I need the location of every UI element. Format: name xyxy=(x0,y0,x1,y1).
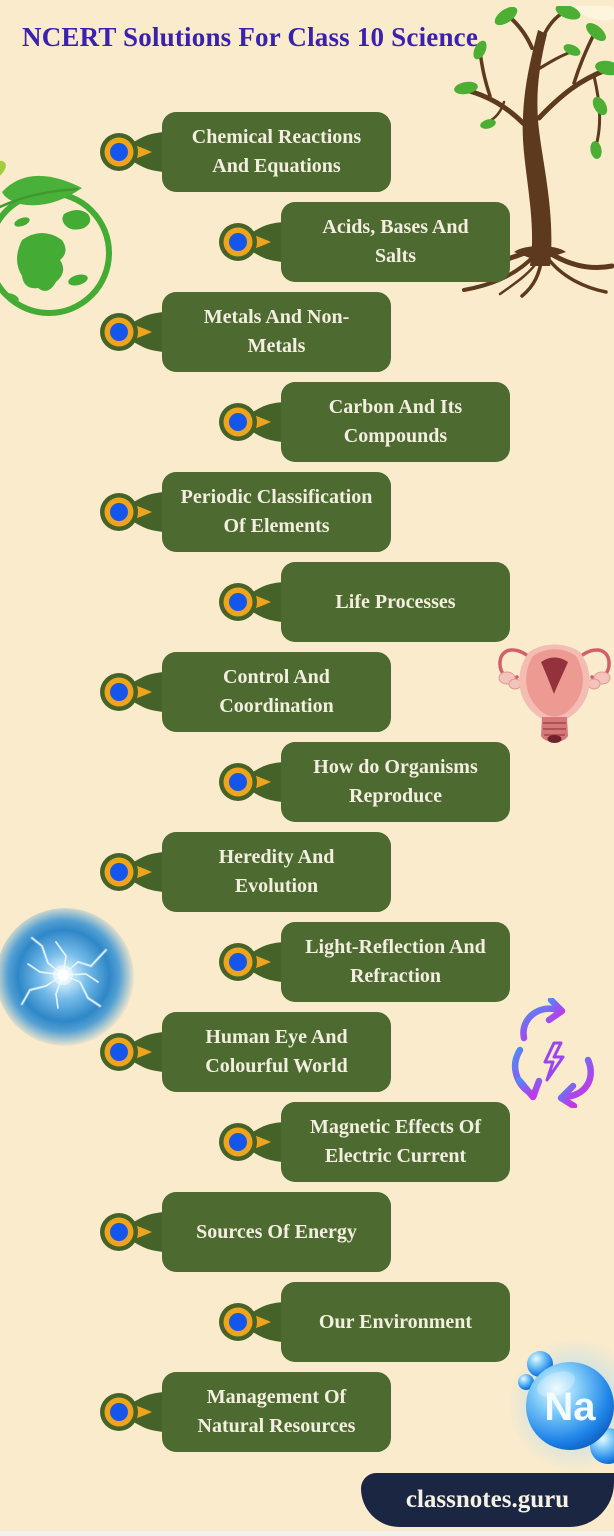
map-pin-icon xyxy=(219,1302,283,1342)
chapter-card: Acids, Bases And Salts xyxy=(281,202,510,282)
chapter-row: How do Organisms Reproduce xyxy=(219,742,510,822)
recycle-energy-icon xyxy=(512,998,594,1108)
chapter-card: Control And Coordination xyxy=(162,652,391,732)
chapter-card: How do Organisms Reproduce xyxy=(281,742,510,822)
chapter-card: Light-Reflection And Refraction xyxy=(281,922,510,1002)
chapter-row: Our Environment xyxy=(219,1282,510,1362)
chapter-card: Carbon And Its Compounds xyxy=(281,382,510,462)
chapter-row: Sources Of Energy xyxy=(100,1192,391,1272)
chapter-row: Chemical Reactions And Equations xyxy=(100,112,391,192)
chapter-label: Life Processes xyxy=(335,590,456,613)
map-pin-icon xyxy=(100,492,164,532)
chapter-row: Metals And Non- Metals xyxy=(100,292,391,372)
chapter-label: Acids, Bases And Salts xyxy=(322,216,469,267)
map-pin-icon xyxy=(219,582,283,622)
chapter-card: Magnetic Effects Of Electric Current xyxy=(281,1102,510,1182)
chapter-card: Periodic Classification Of Elements xyxy=(162,472,391,552)
footer-banner: classnotes.guru xyxy=(361,1473,614,1527)
chapter-row: Management Of Natural Resources xyxy=(100,1372,391,1452)
bottom-edge-strip xyxy=(0,1531,614,1536)
sodium-symbol: Na xyxy=(544,1385,596,1429)
chapter-label: Chemical Reactions And Equations xyxy=(191,126,362,177)
chapter-label: Periodic Classification Of Elements xyxy=(180,486,373,537)
chapter-label: Heredity And Evolution xyxy=(218,846,335,897)
chapter-card: Chemical Reactions And Equations xyxy=(162,112,391,192)
chapter-card: Sources Of Energy xyxy=(162,1192,391,1272)
chapter-card: Life Processes xyxy=(281,562,510,642)
chapter-row: Human Eye And Colourful World xyxy=(100,1012,391,1092)
chapter-card: Management Of Natural Resources xyxy=(162,1372,391,1452)
chapter-label: Control And Coordination xyxy=(219,666,334,717)
chapter-label: Magnetic Effects Of Electric Current xyxy=(309,1116,482,1167)
chapter-label: Light-Reflection And Refraction xyxy=(305,936,486,987)
sodium-atom-icon: Na xyxy=(518,1351,614,1464)
map-pin-icon xyxy=(100,1032,164,1072)
plasma-lightning-icon xyxy=(20,936,108,1009)
map-pin-icon xyxy=(219,1122,283,1162)
map-pin-icon xyxy=(100,312,164,352)
site-name: classnotes.guru xyxy=(405,1486,570,1513)
chapter-label: Our Environment xyxy=(318,1310,473,1333)
chapter-row: Acids, Bases And Salts xyxy=(219,202,510,282)
map-pin-icon xyxy=(219,942,283,982)
female-reproductive-system-icon xyxy=(498,644,611,743)
map-pin-icon xyxy=(100,852,164,892)
chapter-label: Human Eye And Colourful World xyxy=(205,1026,348,1077)
map-pin-icon xyxy=(219,762,283,802)
chapter-label: How do Organisms Reproduce xyxy=(313,756,478,807)
map-pin-icon xyxy=(219,402,283,442)
chapter-row: Periodic Classification Of Elements xyxy=(100,472,391,552)
chapter-row: Carbon And Its Compounds xyxy=(219,382,510,462)
map-pin-icon xyxy=(100,672,164,712)
chapter-card: Our Environment xyxy=(281,1282,510,1362)
chapter-card: Heredity And Evolution xyxy=(162,832,391,912)
map-pin-icon xyxy=(100,132,164,172)
page-title: NCERT Solutions For Class 10 Science xyxy=(22,22,479,52)
chapter-label: Metals And Non- Metals xyxy=(203,306,350,357)
chapter-card: Metals And Non- Metals xyxy=(162,292,391,372)
chapter-label: Management Of Natural Resources xyxy=(197,1386,356,1437)
chapter-row: Light-Reflection And Refraction xyxy=(219,922,510,1002)
chapter-label: Carbon And Its Compounds xyxy=(328,396,463,447)
chapter-row: Control And Coordination xyxy=(100,652,391,732)
chapter-card: Human Eye And Colourful World xyxy=(162,1012,391,1092)
earth-with-leaves-icon xyxy=(0,160,112,316)
map-pin-icon xyxy=(100,1392,164,1432)
chapter-row: Magnetic Effects Of Electric Current xyxy=(219,1102,510,1182)
chapter-row: Life Processes xyxy=(219,562,510,642)
chapter-row: Heredity And Evolution xyxy=(100,832,391,912)
map-pin-icon xyxy=(219,222,283,262)
chapter-label: Sources Of Energy xyxy=(196,1220,357,1243)
map-pin-icon xyxy=(100,1212,164,1252)
